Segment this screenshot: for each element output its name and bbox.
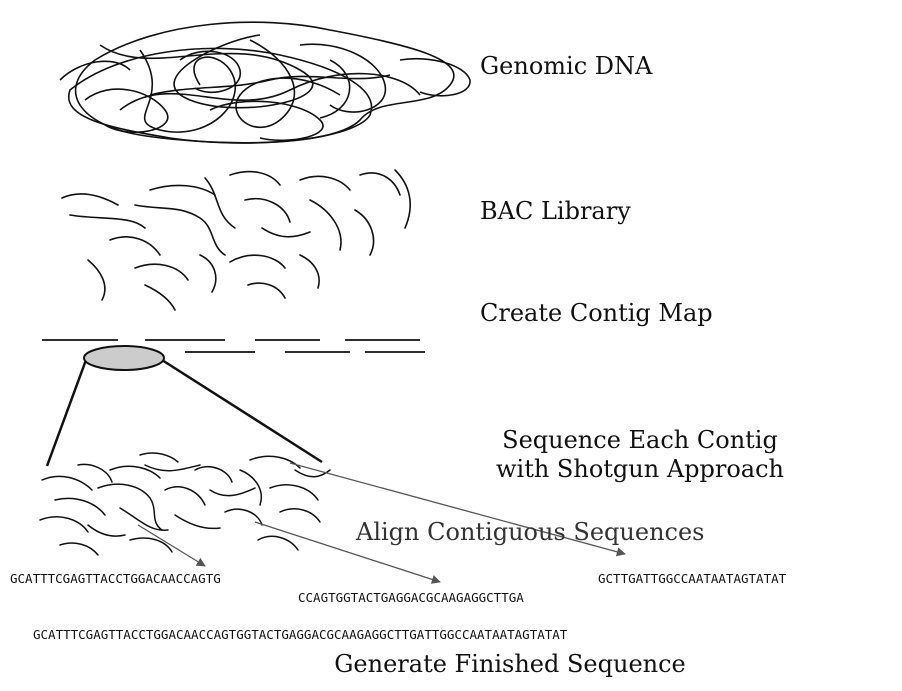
genomic-dna-tangle xyxy=(59,21,471,144)
label-genomic-dna: Genomic DNA xyxy=(480,52,653,80)
label-align: Align Contiguous Sequences xyxy=(356,518,705,546)
label-bac-library: BAC Library xyxy=(480,197,631,225)
arrow-to-middle-fragment xyxy=(254,521,441,584)
sequence-fragment-middle: CCAGTGGTACTGAGGACGCAAGAGGCTTGA xyxy=(298,590,524,605)
bac-library-fragments xyxy=(61,169,411,311)
sequence-fragment-left: GCATTTCGAGTTACCTGGACAACCAGTG xyxy=(10,571,221,586)
arrow-to-right-fragment xyxy=(289,462,626,557)
arrow-to-left-fragment xyxy=(137,524,206,567)
selected-contig xyxy=(45,345,323,467)
alignment-arrows xyxy=(137,462,626,584)
sequence-finished: GCATTTCGAGTTACCTGGACAACCAGTGGTACTGAGGACG… xyxy=(33,627,568,642)
label-shotgun-line1: Sequence Each Contig xyxy=(502,426,778,454)
label-finished: Generate Finished Sequence xyxy=(334,650,686,678)
sequence-fragment-right: GCTTGATTGGCCAATAATAGTATAT xyxy=(598,571,787,586)
label-shotgun-line2: with Shotgun Approach xyxy=(495,455,785,483)
shotgun-fragments xyxy=(39,452,331,556)
label-contig-map: Create Contig Map xyxy=(480,299,713,327)
